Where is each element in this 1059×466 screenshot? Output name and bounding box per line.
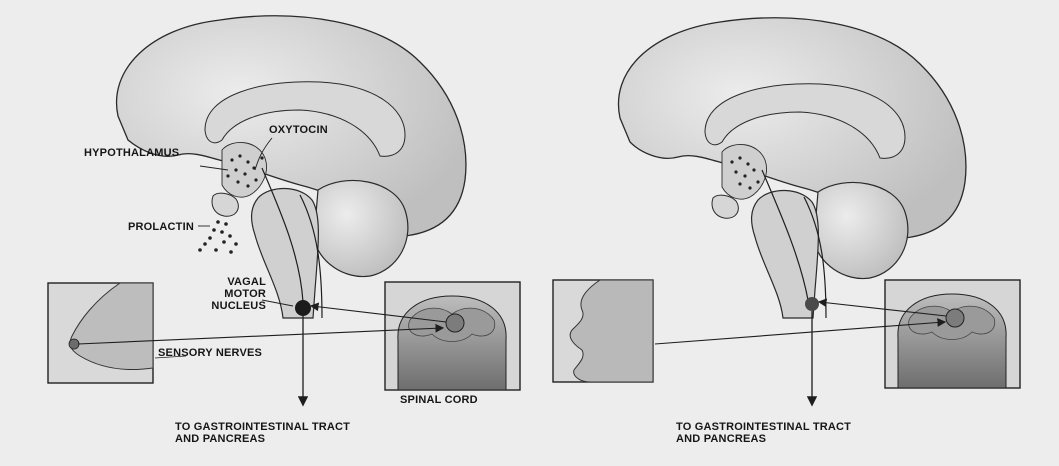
left-vagal-nucleus bbox=[295, 300, 311, 316]
left-spinal-cross-section bbox=[398, 296, 506, 390]
label-vagal-line-2: MOTOR bbox=[206, 288, 266, 300]
right-spinal-nucleus bbox=[946, 309, 964, 327]
label-gi-right-line-1: TO GASTROINTESTINAL TRACT bbox=[676, 421, 851, 433]
label-spinal-cord: SPINAL CORD bbox=[400, 394, 478, 406]
label-prolactin: PROLACTIN bbox=[128, 221, 194, 233]
label-gi-left-line-2: AND PANCREAS bbox=[175, 433, 350, 445]
left-prolactin-dots bbox=[198, 220, 238, 254]
label-vagal-line-3: NUCLEUS bbox=[206, 300, 266, 312]
label-vagal-line-1: VAGAL bbox=[206, 276, 266, 288]
label-oxytocin: OXYTOCIN bbox=[269, 124, 328, 136]
label-vagal-motor-nucleus: VAGAL MOTOR NUCLEUS bbox=[206, 276, 266, 312]
left-nipple bbox=[69, 339, 79, 349]
label-sensory-nerves: SENSORY NERVES bbox=[158, 347, 262, 359]
label-gi-left: TO GASTROINTESTINAL TRACT AND PANCREAS bbox=[175, 421, 350, 445]
right-hypothalamus-region bbox=[722, 144, 767, 199]
label-gi-right-line-2: AND PANCREAS bbox=[676, 433, 851, 445]
left-cerebellum bbox=[314, 180, 408, 276]
label-hypothalamus: HYPOTHALAMUS bbox=[84, 147, 179, 159]
right-spinal-panel bbox=[885, 280, 1020, 388]
right-cerebellum bbox=[814, 182, 908, 278]
right-spinal-cross-section bbox=[898, 294, 1006, 388]
label-gi-right: TO GASTROINTESTINAL TRACT AND PANCREAS bbox=[676, 421, 851, 445]
left-hypothalamus-region bbox=[222, 142, 267, 197]
left-breast-panel bbox=[48, 283, 153, 383]
left-pituitary bbox=[212, 193, 238, 216]
left-spinal-panel bbox=[385, 282, 520, 390]
right-vagal-nucleus bbox=[805, 297, 819, 311]
left-spinal-nucleus bbox=[446, 314, 464, 332]
label-gi-left-line-1: TO GASTROINTESTINAL TRACT bbox=[175, 421, 350, 433]
right-breast-panel bbox=[553, 280, 653, 382]
right-pituitary bbox=[712, 195, 738, 218]
